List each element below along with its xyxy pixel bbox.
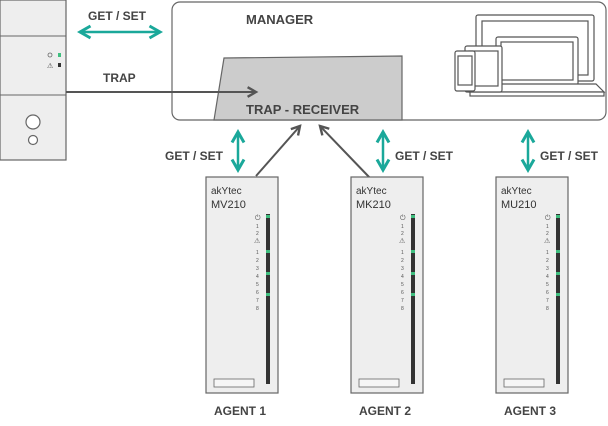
agent2-led-label: 3: [401, 266, 404, 272]
agent1-led-label: 2: [256, 258, 259, 264]
agent2-trap-arrow: [318, 124, 371, 179]
agent3-get-set-label: GET / SET: [540, 149, 599, 163]
agent2-led-label: 6: [401, 290, 404, 296]
agent2-led-label: 8: [401, 306, 404, 312]
agent3-model: MU210: [501, 199, 536, 211]
agent1-trap-arrow: [255, 124, 302, 177]
agent3-led-label: 4: [546, 274, 549, 280]
agent2-led-label: 2: [401, 231, 404, 237]
agent2-led-label: 7: [401, 298, 404, 304]
agent2-brand: akYtec: [356, 186, 387, 197]
manager-title: MANAGER: [246, 12, 314, 27]
agent1-led-label: 3: [256, 266, 259, 272]
agent3-warning-icon: ⚠: [544, 237, 551, 245]
agent1-led-label: 6: [256, 290, 259, 296]
server-get-set-label: GET / SET: [88, 9, 147, 23]
agent3-led-label: 2: [546, 231, 549, 237]
agent1-led-label: 5: [256, 282, 259, 288]
agent3-power-icon: ⏻: [545, 214, 551, 222]
agent3-led-label: 1: [546, 250, 549, 256]
agent2-led-label: 1: [401, 250, 404, 256]
agent3-caption: AGENT 3: [504, 404, 556, 418]
agent3-device: akYtec MU210 ⏻ 1 2 ⚠ 1 2 3 4 5 6 7 8: [495, 176, 569, 394]
trap-receiver-label: TRAP - RECEIVER: [246, 102, 360, 117]
agent2-led-label: 5: [401, 282, 404, 288]
agent3-led-label: 6: [546, 290, 549, 296]
agent2-device: akYtec MK210 ⏻ 1 2 ⚠ 1 2 3 4 5 6 7 8: [350, 176, 424, 394]
agent1-power-icon: ⏻: [255, 214, 261, 222]
agent3-led-label: 1: [546, 224, 549, 230]
agent3-led-label: 8: [546, 306, 549, 312]
agent3-led-label: 2: [546, 258, 549, 264]
server-tower-icon: ⚠: [0, 0, 67, 161]
agent3-led-label: 5: [546, 282, 549, 288]
agent2-led-label: 4: [401, 274, 404, 280]
agent2-led-label: 1: [401, 224, 404, 230]
agent1-device: akYtec MV210 ⏻ 1 2 ⚠ 1 2 3 4 5 6 7 8: [205, 176, 279, 394]
agent2-model: MK210: [356, 199, 391, 211]
client-devices-icon: [454, 14, 606, 97]
agent1-caption: AGENT 1: [214, 404, 266, 418]
agent1-get-set-label: GET / SET: [165, 149, 224, 163]
agent2-power-icon: ⏻: [400, 214, 406, 222]
agent1-led-label: 7: [256, 298, 259, 304]
agent1-model: MV210: [211, 199, 246, 211]
agent1-led-label: 2: [256, 231, 259, 237]
agent1-led-label: 8: [256, 306, 259, 312]
svg-text:⚠: ⚠: [47, 62, 54, 70]
agent1-led-label: 1: [256, 250, 259, 256]
agent2-led-label: 2: [401, 258, 404, 264]
agent3-led-label: 3: [546, 266, 549, 272]
agent1-warning-icon: ⚠: [254, 237, 261, 245]
trap-label: TRAP: [103, 71, 136, 85]
agent2-get-set-label: GET / SET: [395, 149, 454, 163]
agent1-led-label: 1: [256, 224, 259, 230]
agent1-brand: akYtec: [211, 186, 242, 197]
agent3-led-label: 7: [546, 298, 549, 304]
agent1-led-label: 4: [256, 274, 259, 280]
agent3-brand: akYtec: [501, 186, 532, 197]
trap-receiver-box: TRAP - RECEIVER: [213, 55, 403, 121]
agent2-warning-icon: ⚠: [399, 237, 406, 245]
agent2-caption: AGENT 2: [359, 404, 411, 418]
